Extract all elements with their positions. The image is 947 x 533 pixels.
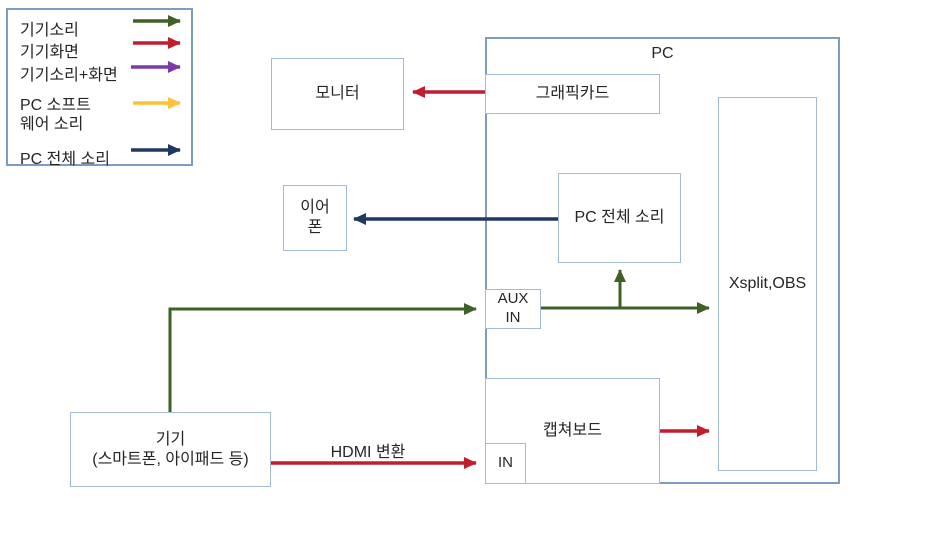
legend-label-pc-software-sound: PC 소프트 웨어 소리 bbox=[20, 97, 91, 133]
pc-total-sound-box: PC 전체 소리 bbox=[558, 173, 681, 263]
legend-label-pc-total-sound: PC 전체 소리 bbox=[20, 151, 110, 168]
graphics-card-box: 그래픽카드 bbox=[485, 74, 660, 114]
hdmi-conversion-label: HDMI 변환 bbox=[330, 444, 406, 461]
legend-label-device-sound: 기기소리 bbox=[20, 22, 79, 39]
earphone-box: 이어 폰 bbox=[283, 185, 347, 251]
aux-in-box: AUX IN bbox=[485, 289, 541, 329]
pc-label: PC bbox=[651, 45, 674, 62]
legend-box: 기기소리 기기화면 기기소리+화면 PC 소프트 웨어 소리 PC 전체 소리 bbox=[6, 8, 193, 168]
capture-in-box: IN bbox=[485, 443, 526, 484]
arrow-device-to-aux-in bbox=[168, 303, 477, 412]
device-box: 기기 (스마트폰, 아이패드 등) bbox=[70, 412, 271, 487]
legend-label-device-screen: 기기화면 bbox=[20, 44, 79, 61]
xsplit-obs-box: Xsplit,OBS bbox=[718, 97, 817, 471]
legend-label-device-sound-screen: 기기소리+화면 bbox=[20, 67, 118, 84]
monitor-box: 모니터 bbox=[271, 58, 404, 130]
